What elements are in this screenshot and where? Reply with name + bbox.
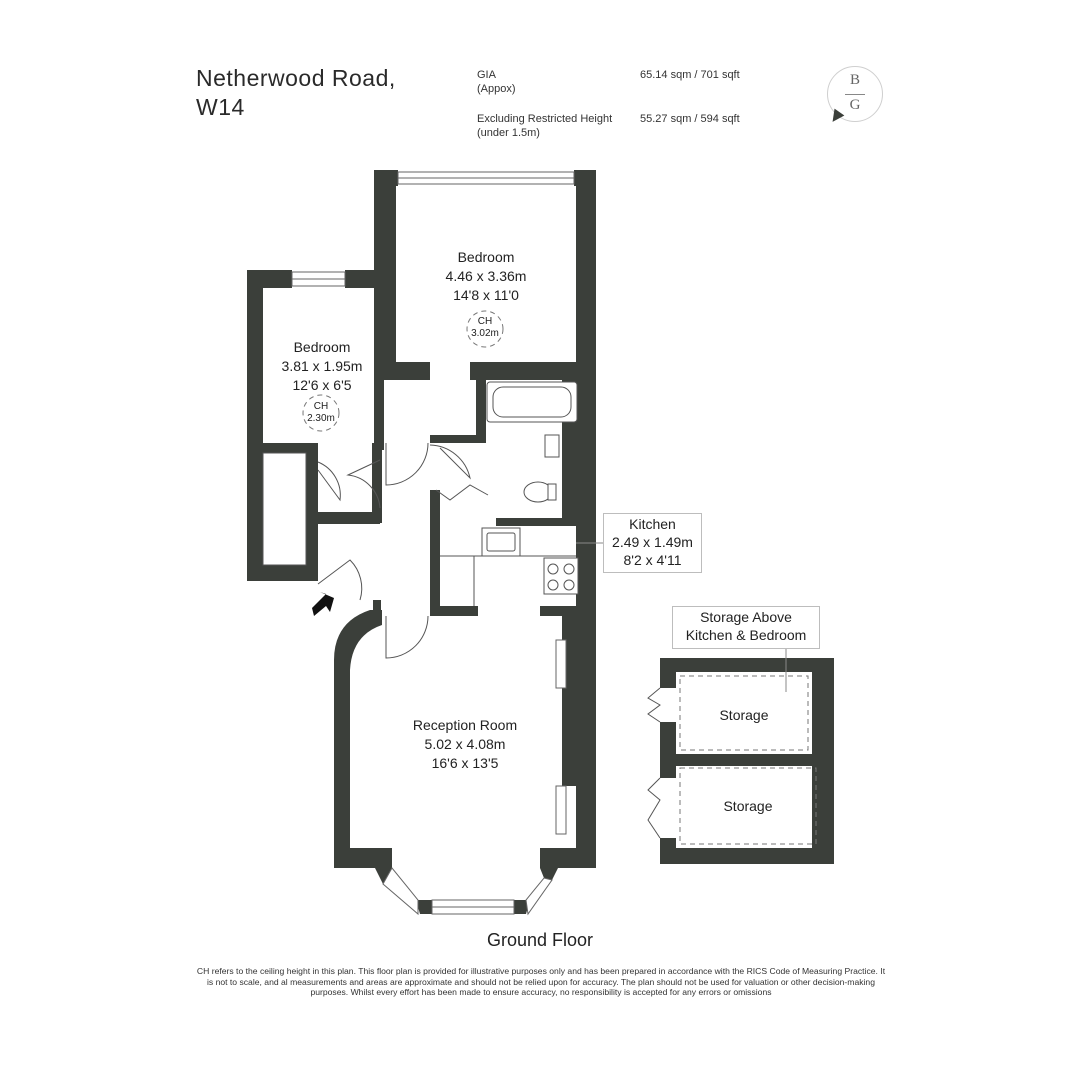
bedroom1-metric: 4.46 x 3.36m [446, 268, 527, 284]
wall-top-left-cap [374, 170, 398, 186]
wall-storage-bottom [660, 848, 834, 864]
gia-label: GIA (Appox) [477, 69, 516, 95]
wall-hall-west [372, 443, 382, 523]
bedroom1-imperial: 14'8 x 11'0 [453, 287, 519, 303]
cupboard-storage [262, 452, 307, 566]
bay-post-mid-left [416, 900, 432, 914]
wall-reception-south-left [334, 848, 392, 868]
wall-kitchen-west [430, 490, 440, 612]
wall-storage-top [660, 658, 834, 672]
bathtub-inner [492, 386, 572, 418]
ch-circle-bedroom2 [302, 394, 340, 432]
bedroom2-metric: 3.81 x 1.95m [282, 358, 363, 374]
storage-area-2 [679, 767, 817, 845]
storage-dashed [302, 310, 817, 845]
disclaimer: CH refers to the ceiling height in this … [196, 966, 886, 997]
reception-metric: 5.02 x 4.08m [425, 736, 506, 752]
wall-east [576, 360, 596, 865]
door-storage1 [647, 687, 661, 723]
bedroom2-ch-value: 2.30m [307, 413, 335, 424]
brand-logo: B G [827, 66, 883, 126]
wall-bedroom2-bottom [263, 443, 318, 453]
ch-circle-bedroom1 [466, 310, 504, 348]
hob-ring-1 [547, 563, 559, 575]
wall-bedroom2-east [374, 270, 384, 450]
basin-bathroom [544, 434, 560, 458]
bedroom1-ch-value: 3.02m [471, 328, 499, 339]
wall-reception-south-right [540, 848, 596, 868]
bedroom2-imperial: 12'6 x 6'5 [292, 377, 351, 393]
window-bay-right [525, 877, 553, 916]
wall-cupboard-bottom [247, 565, 317, 581]
reception-name: Reception Room [413, 717, 517, 733]
wall-bathroom-west [476, 362, 486, 442]
kitchen-sink-bowl [486, 532, 516, 552]
fixtures [262, 381, 579, 606]
kitchen-label: Kitchen 2.49 x 1.49m 8'2 x 4'11 [603, 513, 702, 573]
wall-kitchen-south [430, 606, 478, 616]
wall-bedroom1-right [576, 170, 596, 370]
door-bath-cupboard [435, 484, 489, 501]
door-reception [385, 615, 429, 659]
wall-cupboard-east [306, 453, 318, 581]
wall-bathroom-kitchen [496, 518, 580, 526]
storage-area-1 [679, 675, 809, 751]
wall-bedroom2-west [247, 270, 263, 580]
bedroom2-name: Bedroom [294, 339, 351, 355]
door-cupboard [317, 461, 341, 502]
wall-storage-west-mid [660, 722, 676, 778]
door-entrance [317, 559, 363, 601]
door-bedroom1 [385, 442, 429, 486]
door-storage2 [647, 777, 661, 839]
bedroom1-name: Bedroom [458, 249, 515, 265]
kitchen-name: Kitchen [629, 516, 676, 532]
excl-restricted-label: Excluding Restricted Height (under 1.5m) [477, 113, 613, 139]
bay-post-right [540, 868, 558, 880]
wall-bedroom2-top-right [345, 270, 395, 288]
wall-bathroom-south-left [430, 435, 486, 443]
storage1-label: Storage [719, 707, 768, 723]
address-line-2: W14 [196, 94, 245, 120]
wall-hall-north [318, 512, 380, 524]
wall-reception-west-curve [334, 610, 382, 850]
window-bay-left [382, 867, 419, 916]
hob-ring-2 [563, 563, 575, 575]
hob-ring-4 [563, 579, 575, 591]
logo-letter-bottom: G [849, 97, 861, 113]
property-address: Netherwood Road, W14 [196, 64, 396, 122]
radiator-reception-upper [555, 639, 567, 689]
logo-letter-top: B [849, 72, 860, 88]
wall-kitchen-south-right [540, 606, 580, 616]
wall-storage-west-top [660, 658, 676, 688]
windows [291, 171, 575, 916]
radiator-reception-lower [555, 785, 567, 835]
toilet-cistern [547, 483, 557, 501]
wall-hall-stub [373, 600, 381, 614]
excl-restricted-value: 55.27 sqm / 594 sqft [640, 113, 740, 125]
wall-top-right-cap [574, 170, 596, 186]
entrance-arrow-icon [312, 592, 334, 616]
wall-bedroom1-bottom-left [382, 362, 430, 380]
bedroom2-ch-label: CH [314, 401, 328, 412]
door-bathroom [429, 444, 471, 480]
logo-divider [845, 94, 865, 95]
wall-bedroom2-top-left [247, 270, 292, 288]
storage2-label: Storage [723, 798, 772, 814]
storage-above-line2: Kitchen & Bedroom [685, 627, 807, 643]
hob-ring-3 [547, 579, 559, 591]
address-line-1: Netherwood Road, [196, 65, 396, 91]
bedroom1-ch-label: CH [478, 316, 492, 327]
kitchen-metric: 2.49 x 1.49m [612, 534, 693, 550]
door-bedroom2 [346, 459, 381, 509]
floor-label: Ground Floor [486, 930, 594, 950]
wall-bedroom1-bottom-right [470, 362, 580, 380]
storage-above-label: Storage Above Kitchen & Bedroom [672, 606, 820, 649]
storage-above-line1: Storage Above [700, 609, 792, 625]
wall-storage-divider [660, 754, 834, 766]
reception-imperial: 16'6 x 13'5 [432, 755, 499, 771]
doors [317, 442, 661, 839]
gia-value: 65.14 sqm / 701 sqft [640, 69, 740, 81]
kitchen-imperial: 8'2 x 4'11 [623, 552, 682, 568]
